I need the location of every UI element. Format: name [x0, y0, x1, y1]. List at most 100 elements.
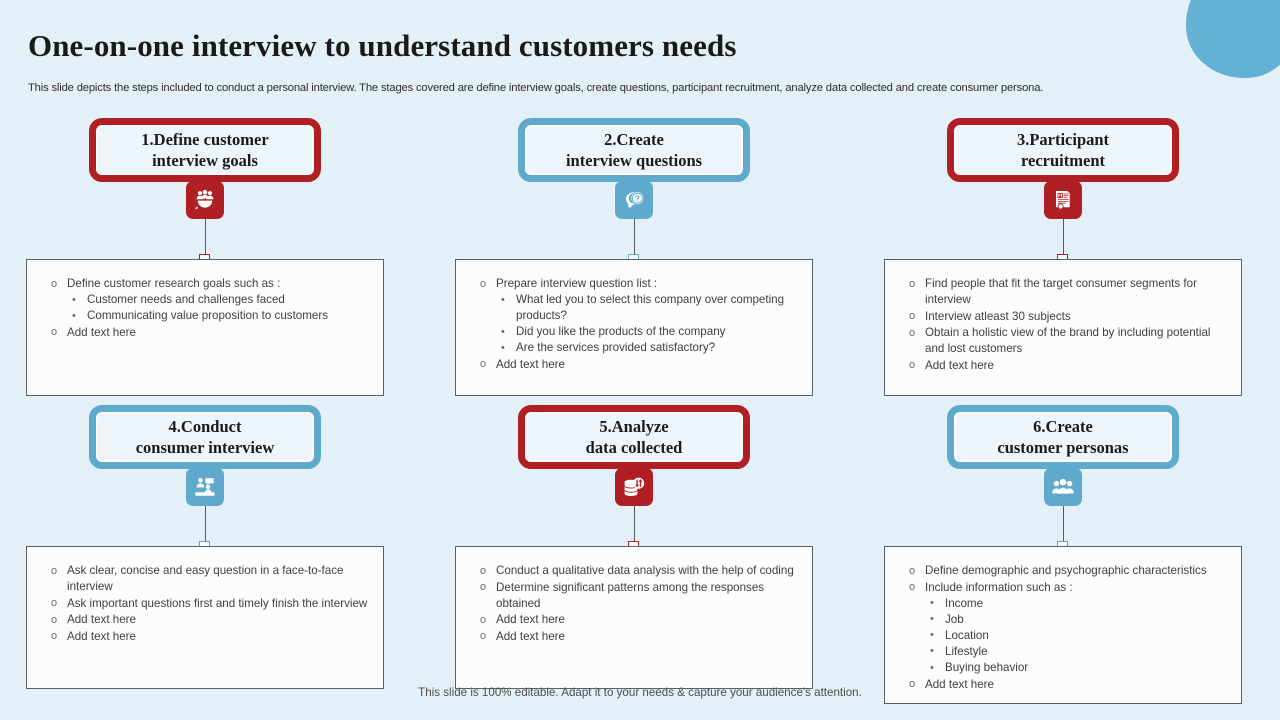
step-content-card: Define demographic and psychographic cha…: [884, 546, 1242, 705]
bullet-item: Include information such as :IncomeJobLo…: [895, 579, 1231, 677]
connector-line: [628, 219, 639, 265]
bullet-text: Prepare interview question list :: [496, 277, 658, 290]
bullet-item: Interview atleast 30 subjects: [895, 308, 1231, 325]
sub-bullet-item: What led you to select this company over…: [496, 292, 802, 324]
sub-bullet-list: IncomeJobLocationLifestyleBuying behavio…: [925, 595, 1231, 676]
bullet-item: Conduct a qualitative data analysis with…: [466, 562, 802, 579]
bullet-item: Ask clear, concise and easy question in …: [37, 562, 373, 595]
connector-line: [1057, 506, 1068, 552]
step-content-card: Conduct a qualitative data analysis with…: [455, 546, 813, 689]
connector-stem: [634, 506, 635, 546]
bullet-text: Interview atleast 30 subjects: [925, 309, 1071, 323]
bullet-text: Add text here: [67, 325, 136, 339]
bullet-text: Obtain a holistic view of the brand by i…: [925, 326, 1211, 356]
bullet-text: Conduct a qualitative data analysis with…: [496, 564, 794, 577]
bullet-text: Add text here: [496, 357, 565, 371]
sub-bullet-item: Buying behavior: [925, 660, 1231, 676]
bullet-text: Add text here: [925, 358, 994, 372]
bullet-text: Ask clear, concise and easy question in …: [67, 564, 344, 594]
resume-document-icon: [1044, 181, 1082, 219]
bullet-text: Include information such as :: [925, 580, 1073, 594]
sub-bullet-item: Lifestyle: [925, 643, 1231, 660]
sub-bullet-item: Are the services provided satisfactory?: [496, 340, 802, 356]
step-connector-area: [884, 181, 1242, 265]
bullet-item: Add text here: [466, 612, 802, 628]
connector-stem: [1063, 219, 1064, 259]
bullet-item: Find people that fit the target consumer…: [895, 275, 1231, 308]
connector-line: [199, 219, 210, 265]
bullet-list: Define customer research goals such as :…: [37, 275, 373, 341]
bullet-text: Ask important questions first and timely…: [67, 596, 368, 610]
svg-text:?: ?: [635, 195, 640, 204]
bullet-item: Add text here: [895, 357, 1231, 374]
bullet-item: Add text here: [466, 628, 802, 645]
bullet-item: Define customer research goals such as :…: [37, 275, 373, 324]
step-connector-area: [884, 468, 1242, 552]
step-connector-area: [455, 468, 813, 552]
bullet-item: Obtain a holistic view of the brand by i…: [895, 325, 1231, 357]
bullet-text: Add text here: [496, 629, 565, 643]
bullet-list: Conduct a qualitative data analysis with…: [466, 562, 802, 645]
bullet-text: Add text here: [67, 613, 136, 627]
connector-line: [628, 506, 639, 552]
bullet-text: Determine significant patterns among the…: [496, 580, 765, 610]
step-content-card: Define customer research goals such as :…: [26, 259, 384, 396]
sub-bullet-item: Customer needs and challenges faced: [67, 292, 373, 308]
connector-line: [199, 506, 210, 552]
connector-stem: [634, 219, 635, 259]
bullet-text: Add text here: [925, 677, 994, 691]
head-question-mark-icon: ?: [615, 181, 653, 219]
bullet-text: Define customer research goals such as :: [67, 277, 281, 290]
step-connector-area: [26, 181, 384, 265]
step-connector-area: ?: [455, 181, 813, 265]
connector-stem: [205, 219, 206, 259]
connector-stem: [205, 506, 206, 546]
bullet-list: Prepare interview question list : What le…: [466, 275, 802, 373]
bullet-text: Find people that fit the target consumer…: [925, 277, 1197, 307]
connector-stem: [1063, 506, 1064, 546]
step-content-card: Prepare interview question list : What le…: [455, 259, 813, 396]
sub-bullet-list: Customer needs and challenges facedCommu…: [67, 292, 373, 324]
interview-conversation-icon: [186, 468, 224, 506]
page-title: One-on-one interview to understand custo…: [28, 28, 737, 63]
sub-bullet-item: Location: [925, 627, 1231, 644]
decorative-corner-blob: [1186, 0, 1280, 78]
bullet-item: Add text here: [895, 676, 1231, 693]
sub-bullet-item: Job: [925, 611, 1231, 628]
bullet-list: Define demographic and psychographic cha…: [895, 562, 1231, 693]
bullet-text: Add text here: [67, 629, 136, 643]
bullet-text: Define demographic and psychographic cha…: [925, 564, 1207, 577]
bullet-item: Add text here: [37, 324, 373, 341]
step-connector-area: [26, 468, 384, 552]
bullet-list: Find people that fit the target consumer…: [895, 275, 1231, 374]
step-content-card: Ask clear, concise and easy question in …: [26, 546, 384, 689]
bullet-item: Add text here: [37, 628, 373, 645]
sub-bullet-list: What led you to select this company over…: [496, 292, 802, 356]
sub-bullet-item: Communicating value proposition to custo…: [67, 308, 373, 324]
connector-line: [1057, 219, 1068, 265]
bullet-text: Add text here: [496, 613, 565, 627]
people-group-icon: [1044, 468, 1082, 506]
bullet-item: Add text here: [37, 612, 373, 628]
sub-bullet-item: Income: [925, 595, 1231, 612]
step-content-card: Find people that fit the target consumer…: [884, 259, 1242, 396]
bullet-list: Ask clear, concise and easy question in …: [37, 562, 373, 645]
